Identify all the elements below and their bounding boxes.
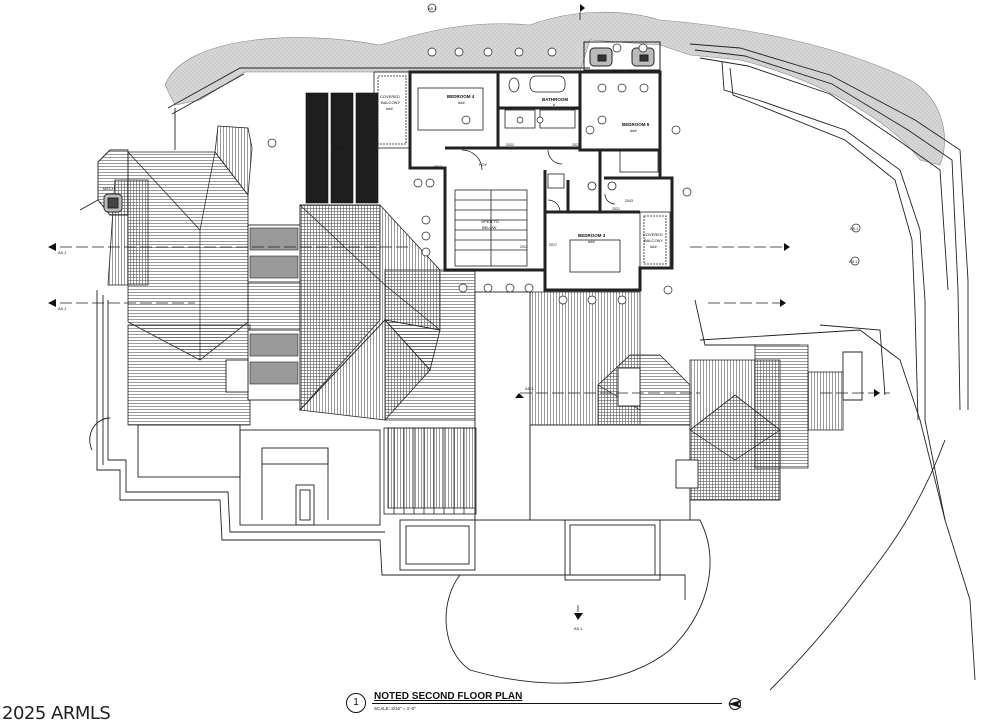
section-markers: A5.1 A5.1 A5.1 A5.1 A5.1 A5.1 A5.1 S-A (58, 6, 859, 631)
room-label-bathroom: BATHROOM (542, 97, 568, 102)
section-marker: A5.1 (428, 6, 437, 11)
section-marker: A5.1 (850, 226, 859, 231)
room-code-bedroom-4: ### (458, 100, 465, 105)
room-label-covered-balcony-right-2: BALCONY (644, 238, 663, 243)
door-tag: 2011 (520, 245, 528, 249)
door-tag: 2022 (571, 107, 579, 111)
room-code-covered-balcony-left: ### (386, 106, 393, 111)
door-tag: 2017 (434, 165, 442, 169)
room-label-covered-balcony-right-1: COVERED (643, 232, 663, 237)
section-marker: A5.1 (574, 626, 583, 631)
section-marker: A5.1 (849, 259, 858, 264)
room-label-bedroom-3: BEDROOM 3 (578, 233, 606, 238)
room-label-open-to-below-2: BELOW (482, 225, 497, 230)
door-tag: 2017 (549, 243, 557, 247)
room-code-bathroom: # (553, 102, 556, 107)
drawing-title: NOTED SECOND FLOOR PLAN (374, 691, 523, 702)
section-marker: A5.1 (58, 306, 67, 311)
flat-roof (225, 224, 699, 521)
mech-yard (583, 41, 661, 71)
mech-chimney (79, 149, 129, 216)
room-code-covered-balcony-right: ### (650, 244, 657, 249)
title-block: 1 NOTED SECOND FLOOR PLAN SCALE: 3/16" =… (344, 690, 744, 720)
drawing-scale: SCALE: 3/16" = 1'-0" (374, 706, 416, 711)
drawing-number: 1 (346, 693, 366, 713)
room-label-covered-balcony-left-1: COVERED (380, 94, 400, 99)
room-label-mech: MECH. (103, 186, 116, 191)
door-tag: 2021 (612, 207, 620, 211)
room-labels: BEDROOM 4 ### BATHROOM # BEDROOM 5 ### B… (103, 68, 663, 249)
room-label-bedroom-5: BEDROOM 5 (622, 122, 650, 127)
door-tag: 2023 (572, 143, 580, 147)
second-floor-walls (408, 70, 674, 292)
skylight-tag: S-A (335, 146, 342, 151)
room-label-mech-yard: MECH. YARD (612, 68, 637, 73)
roof-planes (107, 125, 844, 509)
door-tag: 2043 (625, 199, 633, 203)
title-underline (372, 703, 722, 704)
skylight-pads (249, 227, 299, 385)
room-code-bedroom-5: ### (630, 128, 637, 133)
callout-symbols (267, 3, 861, 305)
section-marker: A5.1 (58, 250, 67, 255)
room-code-bedroom-3: ### (588, 239, 595, 244)
room-label-open-to-below-1: OPEN TO (481, 219, 499, 224)
landscape-area (164, 11, 945, 166)
door-tag: 2002 (505, 107, 513, 111)
dark-skylights (305, 92, 379, 204)
section-marker: A5.1 (525, 386, 534, 391)
room-label-covered-balcony-left-2: BALCONY (381, 100, 400, 105)
watermark: 2025 ARMLS (2, 703, 111, 724)
roof-ridges (127, 151, 781, 461)
room-label-foyer: FOY (479, 162, 488, 167)
pergola (383, 427, 477, 515)
section-arrows (48, 4, 880, 620)
door-tags: 2002 2017 2021 2022 2023 2011 2017 2021 … (434, 107, 633, 249)
interior-lines (373, 71, 671, 273)
north-arrow-icon (728, 698, 742, 710)
door-tag: 2021 (506, 143, 514, 147)
site-outlines (96, 43, 976, 691)
room-label-bedroom-4: BEDROOM 4 (447, 94, 475, 99)
